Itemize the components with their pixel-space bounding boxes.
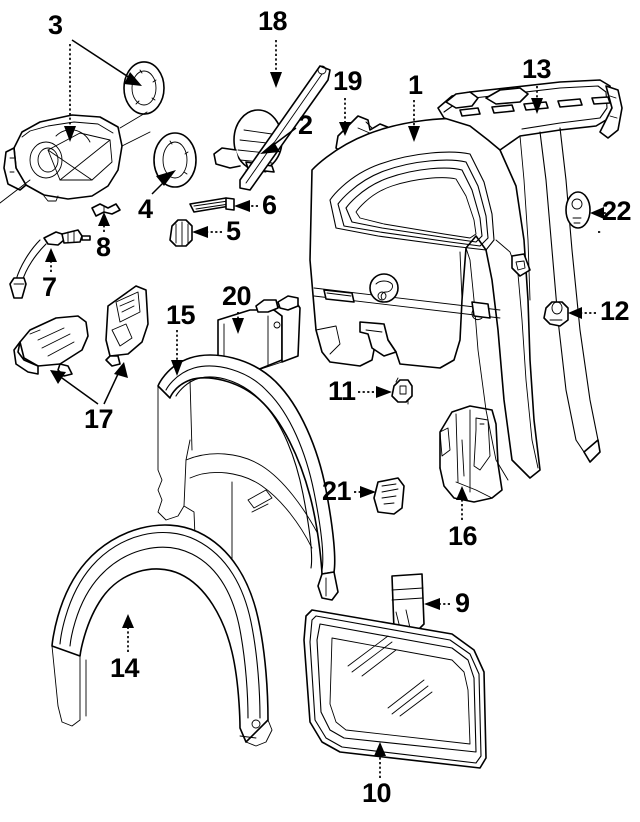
part-filler-seal-upper[interactable] xyxy=(119,61,165,129)
callout-label-8[interactable]: 8 xyxy=(96,232,111,262)
leader-8 xyxy=(98,212,110,232)
leader-14 xyxy=(122,614,134,652)
part-grommet[interactable] xyxy=(565,191,591,229)
leader-5 xyxy=(192,226,222,238)
callout-label-20[interactable]: 20 xyxy=(222,281,252,311)
callout-label-2[interactable]: 2 xyxy=(298,110,313,140)
callout-label-10[interactable]: 10 xyxy=(362,778,392,808)
leader-15 xyxy=(171,330,183,376)
part-nut[interactable] xyxy=(391,377,413,405)
leader-21 xyxy=(354,486,376,498)
part-quarter-glass[interactable] xyxy=(303,609,487,769)
part-fuel-filler-housing[interactable] xyxy=(0,114,151,204)
leader-20 xyxy=(232,312,244,334)
callout-label-12[interactable]: 12 xyxy=(600,296,630,326)
callout-label-5[interactable]: 5 xyxy=(226,216,241,246)
leader-19 xyxy=(339,98,351,136)
part-glass-trim-strip[interactable] xyxy=(391,573,425,633)
part-fuel-filler-cable[interactable] xyxy=(9,229,91,299)
leader-11 xyxy=(358,386,392,398)
callout-label-17[interactable]: 17 xyxy=(84,404,114,434)
callout-label-19[interactable]: 19 xyxy=(333,66,363,96)
callout-label-13[interactable]: 13 xyxy=(522,54,552,84)
leader-13 xyxy=(531,86,543,114)
leader-2 xyxy=(260,127,297,154)
leader-17 xyxy=(50,362,128,405)
callout-label-18[interactable]: 18 xyxy=(258,6,288,36)
leader-9 xyxy=(424,598,450,610)
part-support-bracket-left[interactable] xyxy=(13,315,89,377)
leader-6 xyxy=(234,200,258,212)
leader-10 xyxy=(374,742,386,778)
callout-label-16[interactable]: 16 xyxy=(448,521,478,551)
part-clip[interactable] xyxy=(543,301,569,327)
part-screw[interactable] xyxy=(189,197,235,213)
callout-label-3[interactable]: 3 xyxy=(48,10,63,40)
leader-1 xyxy=(408,100,420,142)
callout-label-14[interactable]: 14 xyxy=(110,653,140,683)
leader-16 xyxy=(456,486,468,520)
callout-label-15[interactable]: 15 xyxy=(166,300,196,330)
leader-3 xyxy=(64,39,142,142)
part-reinforcement-plate[interactable] xyxy=(373,477,405,515)
leader-7 xyxy=(45,248,57,272)
part-support-bracket-right[interactable] xyxy=(105,285,149,367)
leader-4 xyxy=(151,170,176,195)
part-inner-wheelhouse[interactable] xyxy=(157,354,339,601)
leader-12 xyxy=(568,307,596,319)
part-outer-wheelhouse[interactable] xyxy=(51,524,273,747)
part-fuel-door-spring[interactable] xyxy=(91,203,121,217)
leader-18 xyxy=(270,40,282,88)
part-retainer-clip[interactable] xyxy=(169,219,193,247)
callout-label-1[interactable]: 1 xyxy=(408,70,423,100)
part-rear-extension-panel[interactable] xyxy=(439,405,503,503)
callout-label-21[interactable]: 21 xyxy=(322,476,352,506)
part-roof-drip-molding[interactable] xyxy=(239,65,331,191)
callout-label-6[interactable]: 6 xyxy=(262,190,277,220)
callout-label-7[interactable]: 7 xyxy=(42,272,57,302)
leader-22 xyxy=(590,207,612,233)
part-roof-rail[interactable] xyxy=(437,79,623,463)
callout-label-22[interactable]: 22 xyxy=(602,196,632,226)
callout-label-11[interactable]: 11 xyxy=(328,376,356,406)
part-quarter-panel[interactable] xyxy=(309,117,541,481)
callout-label-4[interactable]: 4 xyxy=(138,194,153,224)
callout-label-9[interactable]: 9 xyxy=(455,588,470,618)
